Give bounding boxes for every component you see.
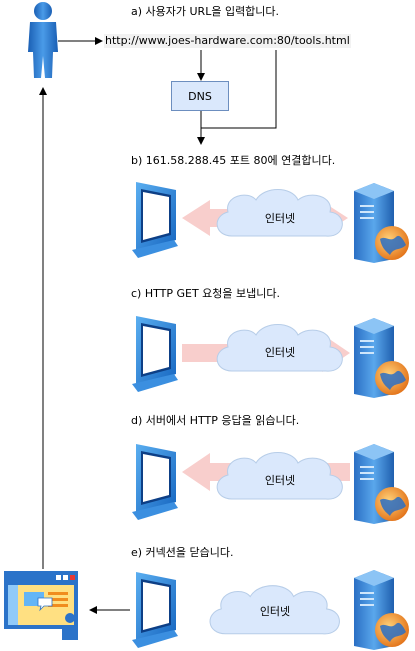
dns-label: DNS bbox=[188, 89, 212, 103]
internet-label-e: 인터넷 bbox=[259, 605, 291, 618]
row-b bbox=[132, 182, 409, 263]
client-monitor-icon bbox=[132, 444, 178, 520]
internet-label-d: 인터넷 bbox=[264, 474, 296, 487]
client-monitor-icon bbox=[132, 316, 178, 392]
client-monitor-icon bbox=[132, 182, 178, 258]
row-d bbox=[132, 444, 409, 524]
server-icon bbox=[354, 183, 409, 263]
server-icon bbox=[354, 444, 409, 524]
browser-window-icon bbox=[4, 571, 78, 640]
server-icon bbox=[354, 318, 409, 398]
internet-label-c: 인터넷 bbox=[264, 346, 296, 359]
internet-label-b: 인터넷 bbox=[264, 212, 296, 225]
row-c bbox=[132, 316, 409, 398]
url-text: http://www.joes-hardware.com:80/tools.ht… bbox=[104, 34, 351, 48]
row-e bbox=[89, 570, 409, 650]
step-a-label: a) 사용자가 URL을 입력합니다. bbox=[131, 5, 280, 18]
dns-box: DNS bbox=[171, 81, 229, 111]
client-monitor-icon bbox=[132, 572, 178, 648]
step-e-label: e) 커넥션을 닫습니다. bbox=[131, 546, 234, 559]
server-icon bbox=[354, 570, 409, 650]
step-d-label: d) 서버에서 HTTP 응답을 읽습니다. bbox=[131, 414, 300, 427]
user-icon bbox=[28, 2, 58, 78]
dns-bypass-line bbox=[201, 50, 277, 129]
step-b-label: b) 161.58.288.45 포트 80에 연결합니다. bbox=[131, 154, 336, 167]
step-c-label: c) HTTP GET 요청을 보냅니다. bbox=[131, 287, 281, 300]
